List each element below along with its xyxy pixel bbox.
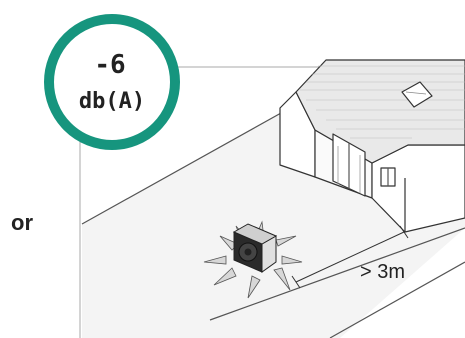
- noise-reduction-badge: -6 db(A): [44, 14, 180, 150]
- skylight-window: [401, 81, 433, 108]
- ground-edge-bottom: [329, 261, 465, 338]
- distance-label: > 3m: [360, 261, 405, 283]
- ground-edge-front: [209, 227, 465, 321]
- separator-or: or: [11, 210, 33, 235]
- house-icon: [279, 59, 465, 233]
- distance-dimension: [291, 225, 409, 289]
- badge-unit: db(A): [79, 89, 145, 114]
- heat-pump-unit-icon: [232, 223, 278, 273]
- badge-ring: [44, 14, 180, 150]
- ground-edge: [81, 107, 291, 225]
- badge-value: -6: [94, 50, 125, 80]
